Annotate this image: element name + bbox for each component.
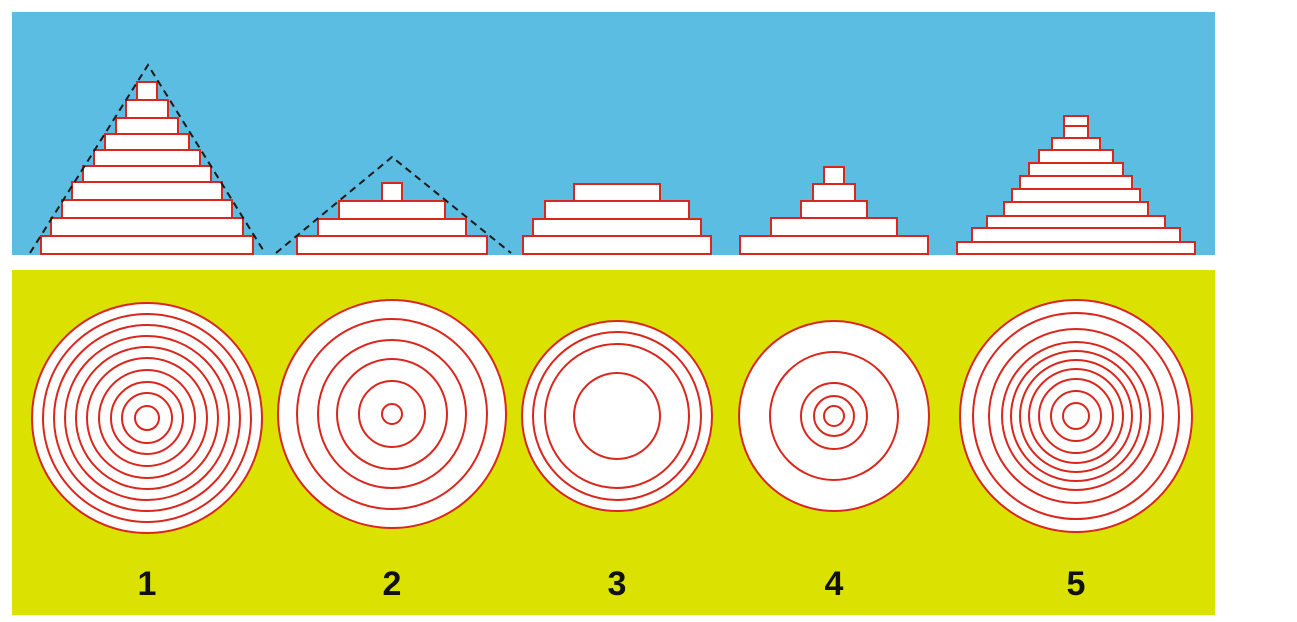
rings-5-ring xyxy=(1001,341,1151,491)
pyramid-5-tier xyxy=(1051,137,1101,151)
rings-2-ring xyxy=(358,380,426,448)
rings-5-ring xyxy=(988,328,1164,504)
pyramid-4-tier xyxy=(823,166,845,185)
pyramid-3-tier xyxy=(522,235,712,255)
pyramid-4-tier xyxy=(800,200,868,219)
pyramid-5-tier xyxy=(956,241,1196,255)
rings-3-ring xyxy=(521,320,713,512)
figure-label-2: 2 xyxy=(383,565,402,603)
pyramid-3-tier xyxy=(532,218,702,237)
pyramid-5-tier xyxy=(1019,175,1133,190)
rings-4-ring xyxy=(823,405,845,427)
figure-label-4: 4 xyxy=(825,565,844,603)
pyramid-2-triangle-guide xyxy=(275,155,512,254)
rings-5-ring xyxy=(1038,378,1114,454)
pyramid-1-tier xyxy=(93,149,201,167)
pyramid-1-tier xyxy=(136,81,158,101)
pyramid-1-tier xyxy=(125,99,169,119)
rings-5-ring xyxy=(1050,390,1102,442)
pyramid-1-tier xyxy=(104,133,190,151)
rings-1-ring xyxy=(42,313,252,523)
rings-4-ring xyxy=(813,395,855,437)
rings-1-ring xyxy=(64,335,230,501)
rings-3-ring xyxy=(544,343,690,489)
pyramid-4-tier xyxy=(770,217,898,237)
rings-5-ring xyxy=(1010,350,1142,482)
pyramid-2-tier xyxy=(338,200,446,220)
pyramid-4-tier xyxy=(739,235,929,255)
pyramid-2-tier xyxy=(296,235,488,255)
pyramid-1-tier xyxy=(50,217,244,237)
figure-label-1: 1 xyxy=(138,565,157,603)
pyramid-1-tier xyxy=(61,199,233,219)
rings-1-ring xyxy=(121,392,173,444)
rings-4-ring xyxy=(738,320,930,512)
figure-label-3: 3 xyxy=(608,565,627,603)
pyramid-1-triangle-guide xyxy=(29,63,266,254)
pyramid-5-tier xyxy=(1011,188,1141,203)
rings-1-ring xyxy=(134,405,160,431)
pyramid-1-tier xyxy=(115,117,179,135)
rings-1-ring xyxy=(98,369,196,467)
pyramid-1-tier xyxy=(40,235,254,255)
pyramid-5-tier xyxy=(1038,149,1114,164)
rings-5-ring xyxy=(1028,368,1124,464)
rings-5-ring xyxy=(972,312,1180,520)
rings-2-ring xyxy=(277,299,507,529)
rings-1-ring xyxy=(53,324,241,512)
rings-3-ring xyxy=(573,372,661,460)
pyramid-3-tier xyxy=(573,183,661,202)
rings-1-ring xyxy=(31,302,263,534)
rings-1-ring xyxy=(75,346,219,490)
figure-label-5: 5 xyxy=(1067,565,1086,603)
rings-4-ring xyxy=(800,382,868,450)
pyramid-5-tier xyxy=(1063,115,1089,127)
rings-4-ring xyxy=(769,351,899,481)
pyramid-2-tier xyxy=(381,182,403,202)
rings-5-ring xyxy=(1062,402,1090,430)
pyramid-1-tier xyxy=(82,165,212,183)
rings-2-ring xyxy=(381,403,403,425)
pyramid-2-tier xyxy=(317,218,467,237)
rings-3-ring xyxy=(532,331,702,501)
pyramid-4-tier xyxy=(812,183,856,202)
pyramid-3-tier xyxy=(544,200,690,220)
pyramid-5-tier xyxy=(1003,201,1149,217)
rings-5-ring xyxy=(959,299,1193,533)
pyramid-5-tier xyxy=(1028,162,1124,177)
rings-2-ring xyxy=(296,318,488,510)
pyramid-5-tier xyxy=(971,227,1181,243)
rings-2-ring xyxy=(336,358,448,470)
pyramid-5-tier xyxy=(986,215,1166,229)
pyramid-1-tier xyxy=(71,181,223,201)
rings-2-ring xyxy=(317,339,467,489)
rings-5-ring xyxy=(1019,359,1133,473)
rings-1-ring xyxy=(110,381,184,455)
pyramid-5-tier xyxy=(1063,125,1089,139)
rings-1-ring xyxy=(86,357,208,479)
